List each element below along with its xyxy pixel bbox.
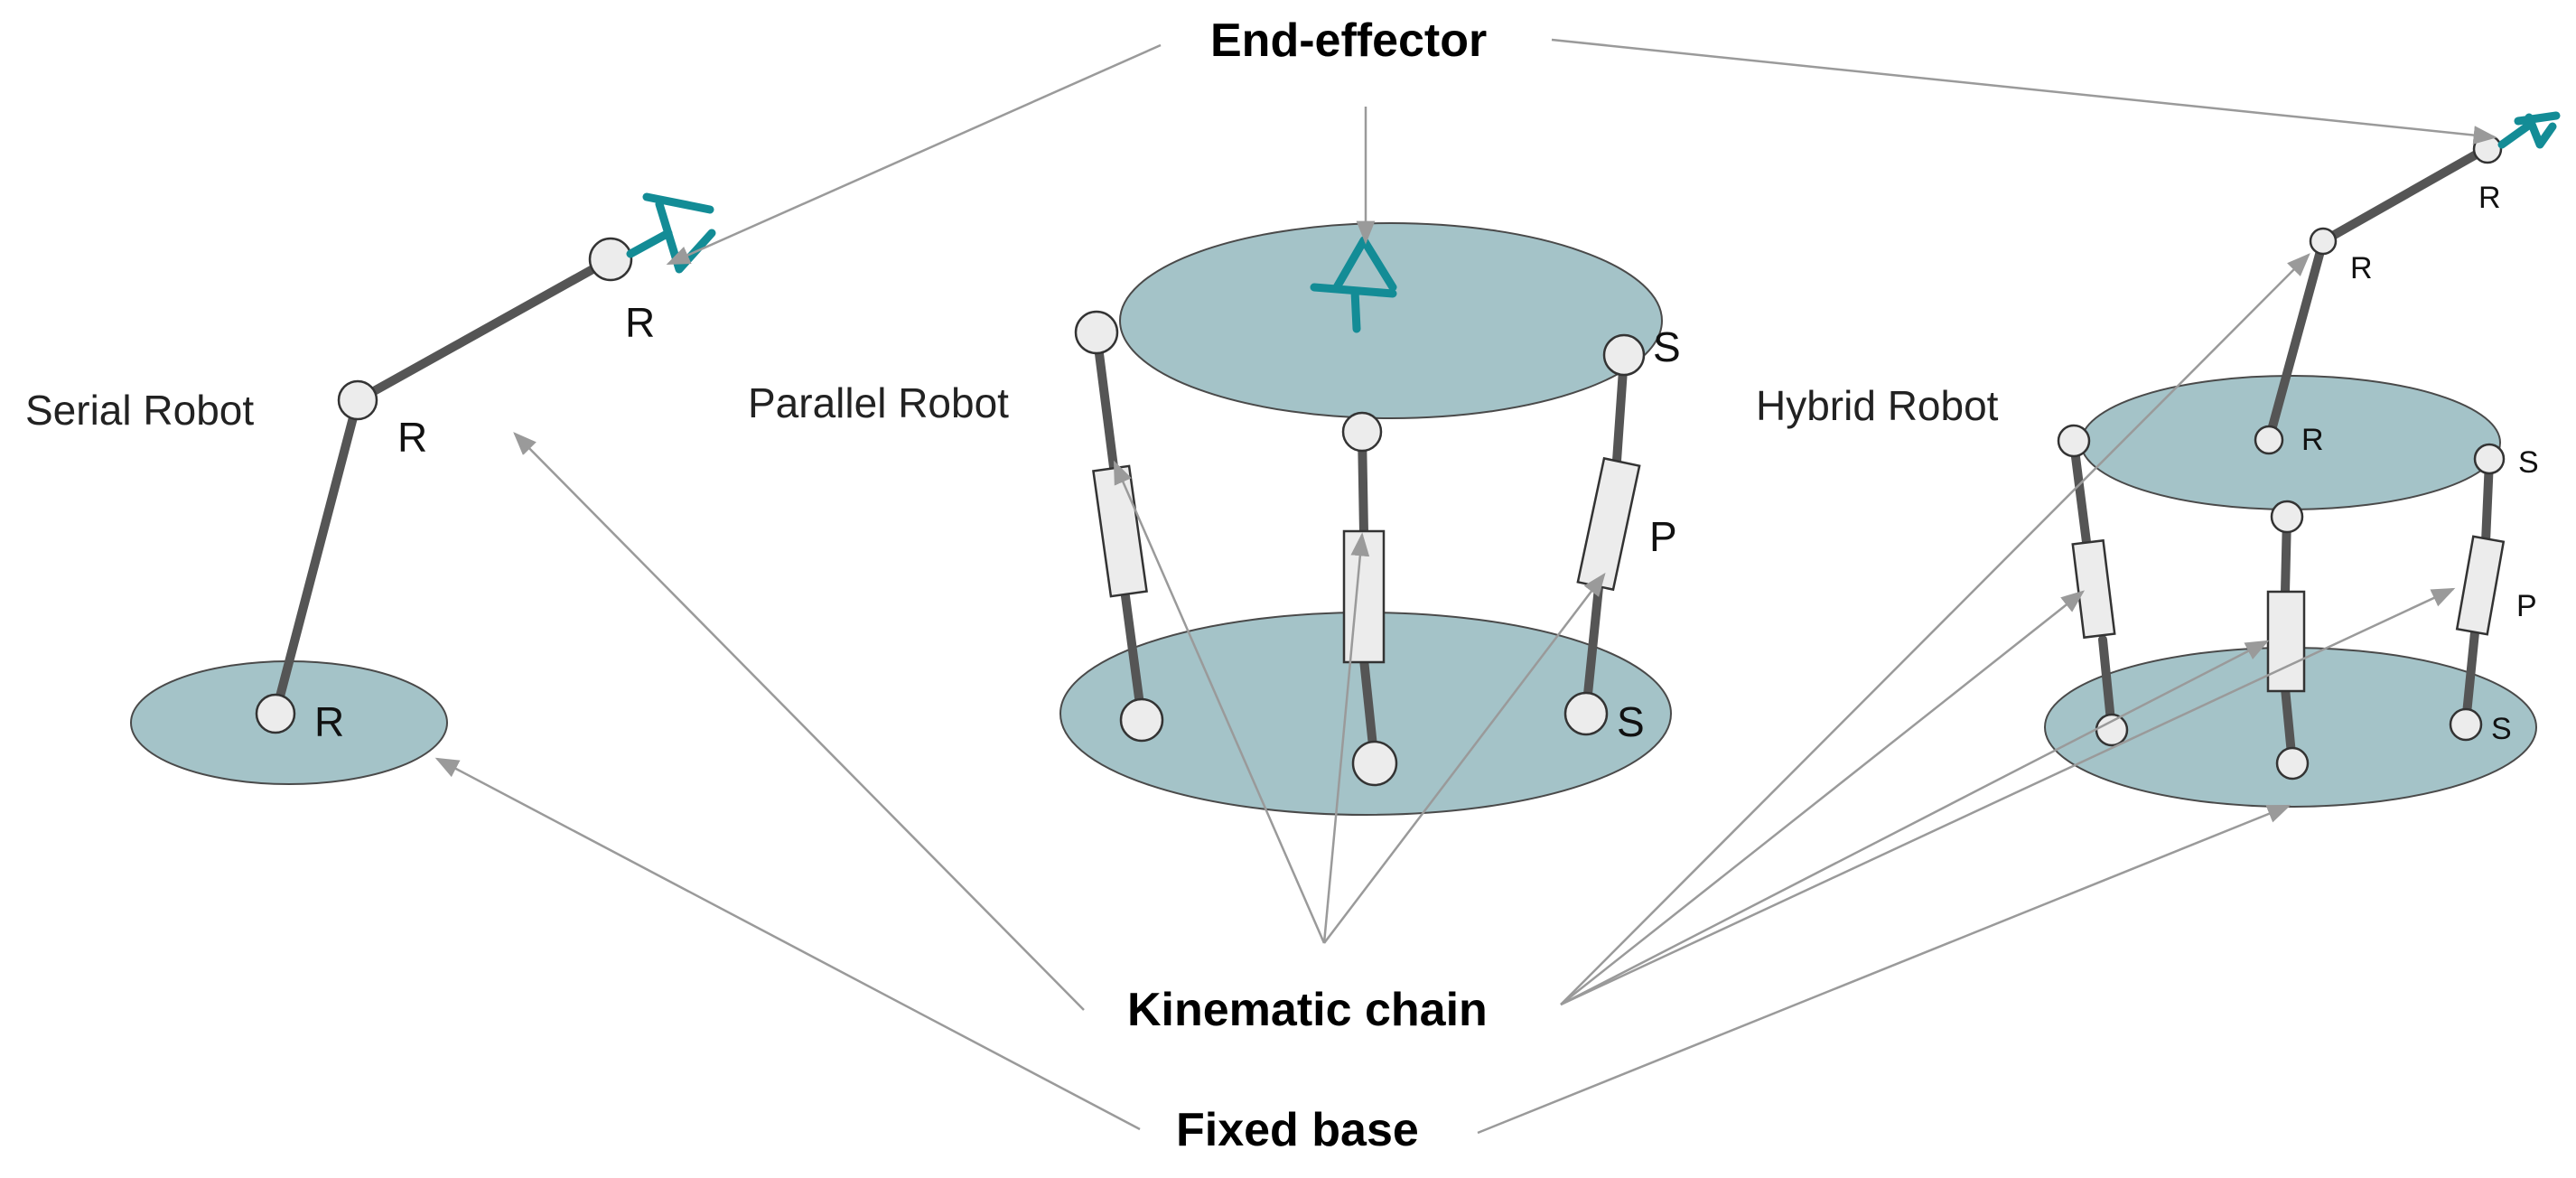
arrow-chain-hybrid-mid	[1560, 640, 2270, 1006]
hybrid-actuator-mid	[2266, 590, 2306, 693]
hybrid-arm-link-2	[2319, 145, 2490, 246]
hybrid-joint-label-bottom-right: S	[2491, 712, 2512, 746]
hybrid-joint-left-bottom	[2095, 713, 2129, 747]
hybrid-moving-platform	[2080, 375, 2501, 510]
serial-link-2	[353, 255, 615, 405]
hybrid-gripper-icon	[2497, 111, 2561, 149]
callout-fixed-base: Fixed base	[1176, 1104, 1419, 1156]
hybrid-joint-label-top-right: S	[2518, 445, 2539, 480]
serial-joint-label-elbow: R	[397, 414, 427, 461]
callout-end-effector: End-effector	[1210, 14, 1487, 67]
parallel-actuator-mid	[1342, 529, 1386, 664]
parallel-actuator-left	[1092, 464, 1148, 598]
hybrid-joint-label-arm-base: R	[2301, 423, 2324, 457]
arrow-chain-parallel-right	[1323, 572, 1606, 944]
parallel-joint-left-bottom	[1119, 697, 1164, 743]
hybrid-joint-label-tip: R	[2478, 181, 2501, 215]
callout-kinematic-chain: Kinematic chain	[1127, 984, 1488, 1036]
hybrid-leg-right-lower	[2461, 628, 2479, 727]
serial-joint-wrist	[588, 237, 633, 282]
serial-joint-base	[255, 693, 296, 734]
serial-joint-elbow	[337, 379, 378, 421]
parallel-joint-left-top	[1074, 310, 1119, 355]
serial-joint-label-wrist: R	[625, 299, 655, 346]
hybrid-robot-title: Hybrid Robot	[1756, 382, 1999, 429]
parallel-robot: Parallel Robot S P S	[748, 222, 1681, 816]
hybrid-joint-label-prismatic: P	[2516, 589, 2537, 623]
arrow-chain-serial	[513, 432, 1085, 1011]
parallel-joint-label-prismatic: P	[1649, 513, 1677, 560]
parallel-joint-mid-bottom	[1351, 740, 1398, 787]
hybrid-arm-link-1	[2264, 237, 2328, 444]
arrow-chain-hybrid-arm	[1560, 253, 2310, 1005]
hybrid-actuator-left	[2071, 538, 2116, 640]
hybrid-actuator-right	[2455, 535, 2506, 636]
hybrid-joint-left-top	[2057, 424, 2091, 458]
parallel-leg-left-lower	[1121, 592, 1146, 723]
parallel-actuator-right	[1576, 456, 1641, 592]
parallel-joint-label-top-right: S	[1653, 323, 1681, 370]
parallel-robot-title: Parallel Robot	[748, 379, 1009, 426]
parallel-leg-right-lower	[1582, 583, 1603, 716]
parallel-leg-left-upper	[1092, 328, 1119, 479]
hybrid-arm-joint-elbow	[2309, 227, 2338, 256]
serial-link-1	[271, 396, 362, 718]
hybrid-robot: Hybrid Robot R R R S P S	[1756, 111, 2561, 808]
parallel-joint-right-bottom	[1563, 691, 1609, 736]
serial-robot-title: Serial Robot	[25, 387, 254, 434]
arrow-effector-serial	[666, 43, 1162, 266]
hybrid-arm-joint-base	[2254, 425, 2284, 455]
parallel-joint-label-bottom-right: S	[1617, 698, 1645, 745]
hybrid-joint-label-elbow: R	[2350, 251, 2373, 285]
arrow-chain-parallel-left	[1113, 460, 1326, 944]
hybrid-joint-mid-bottom	[2275, 746, 2310, 781]
serial-gripper-icon	[626, 192, 716, 274]
arrow-base-hybrid	[1477, 804, 2291, 1135]
serial-robot: Serial Robot R R R	[25, 192, 716, 785]
callout-arrows	[434, 38, 2497, 1135]
hybrid-arm-joint-tip	[2472, 134, 2503, 164]
hybrid-leg-left-upper	[2069, 438, 2091, 547]
hybrid-joint-right-bottom	[2449, 707, 2483, 742]
hybrid-joint-mid-top	[2270, 500, 2304, 534]
parallel-joint-mid-top	[1341, 411, 1383, 453]
serial-joint-label-base: R	[314, 698, 344, 745]
parallel-moving-platform	[1119, 222, 1663, 419]
arrow-chain-hybrid-left	[1560, 590, 2086, 1005]
hybrid-joint-right-top	[2473, 443, 2506, 475]
parallel-joint-right-top	[1602, 333, 1646, 377]
arrow-chain-parallel-mid	[1322, 532, 1370, 944]
arrow-effector-hybrid	[1551, 38, 2497, 145]
arrow-chain-hybrid-right	[1560, 587, 2456, 1006]
arrow-base-serial	[434, 757, 1141, 1131]
